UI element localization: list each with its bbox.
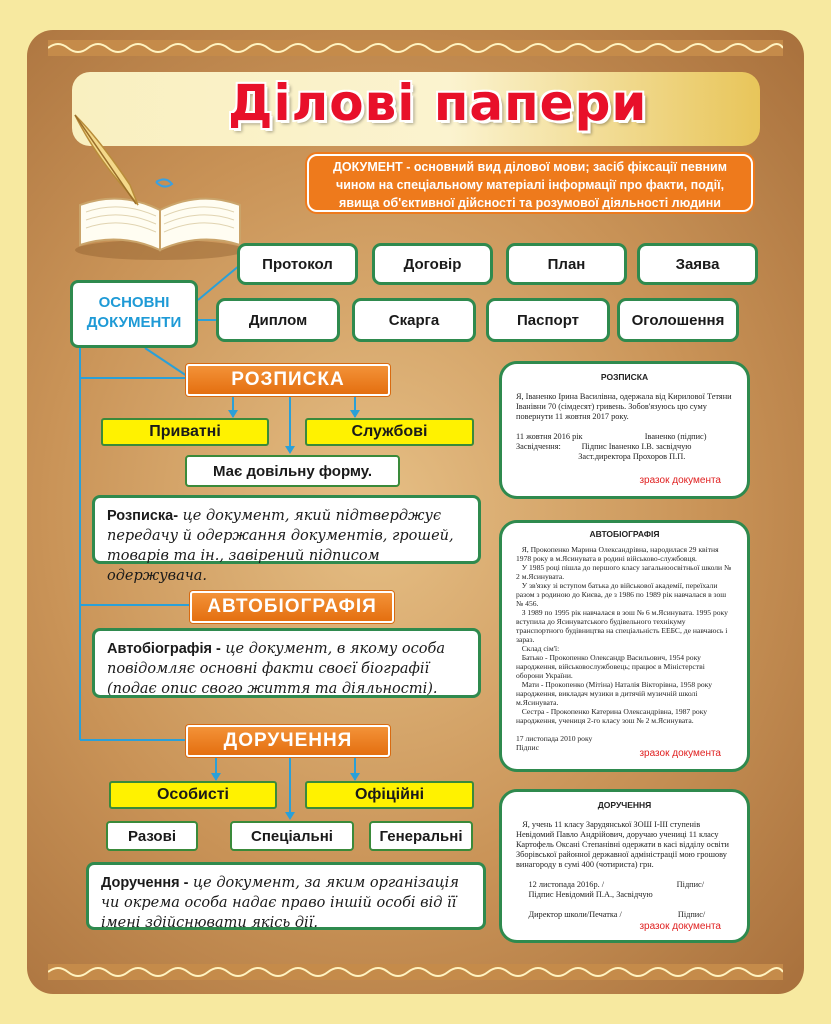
doruchennia-kind-special: Спеціальні (230, 821, 354, 851)
bottom-ornament (48, 964, 783, 980)
sample-rozpyska: РОЗПИСКА Я, Іваненко Ірина Василівна, од… (499, 361, 750, 499)
doc-announcement: Оголошення (617, 298, 739, 342)
doc-passport: Паспорт (486, 298, 610, 342)
sample-autobio: АВТОБІОГРАФІЯ Я, Прокопенко Марина Олекс… (499, 520, 750, 772)
rozpyska-form: Має довільну форму. (185, 455, 400, 487)
autobio-term: Автобіографія - (107, 641, 221, 657)
doc-plan: План (506, 243, 627, 285)
sample-autobio-title: АВТОБІОГРАФІЯ (589, 529, 660, 539)
book-quill-icon (74, 114, 245, 260)
doruchennia-type-official: Офіційні (305, 781, 474, 809)
title-banner (72, 72, 760, 146)
sample-autobio-text: Я, Прокопенко Марина Олександрівна, наро… (516, 545, 732, 752)
rozpyska-text: це документ, який підтверджує передачу й… (107, 508, 454, 584)
sample-doruchennia-text: Я, учень 11 класу Зарудянської ЗОШ І-ІІІ… (516, 820, 729, 919)
doruchennia-text: це документ, за яким організація чи окре… (101, 875, 459, 931)
doc-complaint: Скарга (352, 298, 476, 342)
doruchennia-type-personal: Особисті (109, 781, 277, 809)
rozpyska-heading: РОЗПИСКА (186, 364, 390, 396)
doc-protocol: Протокол (237, 243, 358, 285)
page-title: Ділові папери (228, 74, 648, 132)
autobio-text: це документ, в якому особа повідомляє ос… (107, 641, 445, 697)
top-ornament (48, 40, 783, 56)
doruchennia-kind-general: Генеральні (369, 821, 473, 851)
doruchennia-description: Доручення - це документ, за яким організ… (86, 862, 486, 931)
rozpyska-term: Розписка- (107, 508, 179, 524)
sample-doruchennia-title: ДОРУЧЕННЯ (597, 800, 652, 810)
main-documents-line2: ДОКУМЕНТИ (86, 314, 182, 331)
doruchennia-term: Доручення - (101, 875, 189, 891)
sample-autobio-caption: зразок документа (639, 748, 721, 759)
rozpyska-type-private: Приватні (101, 418, 269, 446)
sample-rozpyska-caption: зразок документа (639, 475, 721, 486)
doruchennia-kind-single: Разові (106, 821, 198, 851)
autobio-description: Автобіографія - це документ, в якому осо… (92, 628, 481, 698)
main-documents-label: ОСНОВНІ ДОКУМЕНТИ (70, 280, 198, 348)
sample-doruchennia-caption: зразок документа (639, 921, 721, 932)
sample-rozpyska-text: Я, Іваненко Ірина Василівна, одержала ві… (516, 392, 732, 461)
rozpyska-type-official: Службові (305, 418, 474, 446)
doc-contract: Договір (372, 243, 493, 285)
doruchennia-heading: ДОРУЧЕННЯ (186, 725, 390, 757)
sample-doruchennia: ДОРУЧЕННЯ Я, учень 11 класу Зарудянської… (499, 789, 750, 943)
document-definition: ДОКУМЕНТ - основний вид ділової мови; за… (307, 154, 753, 212)
doc-diploma: Диплом (216, 298, 340, 342)
doc-application: Заява (637, 243, 758, 285)
rozpyska-description: Розписка- це документ, який підтверджує … (92, 495, 481, 584)
autobio-heading: АВТОБІОГРАФІЯ (190, 591, 394, 623)
main-documents-line1: ОСНОВНІ (98, 294, 170, 311)
sample-rozpyska-title: РОЗПИСКА (600, 372, 649, 382)
